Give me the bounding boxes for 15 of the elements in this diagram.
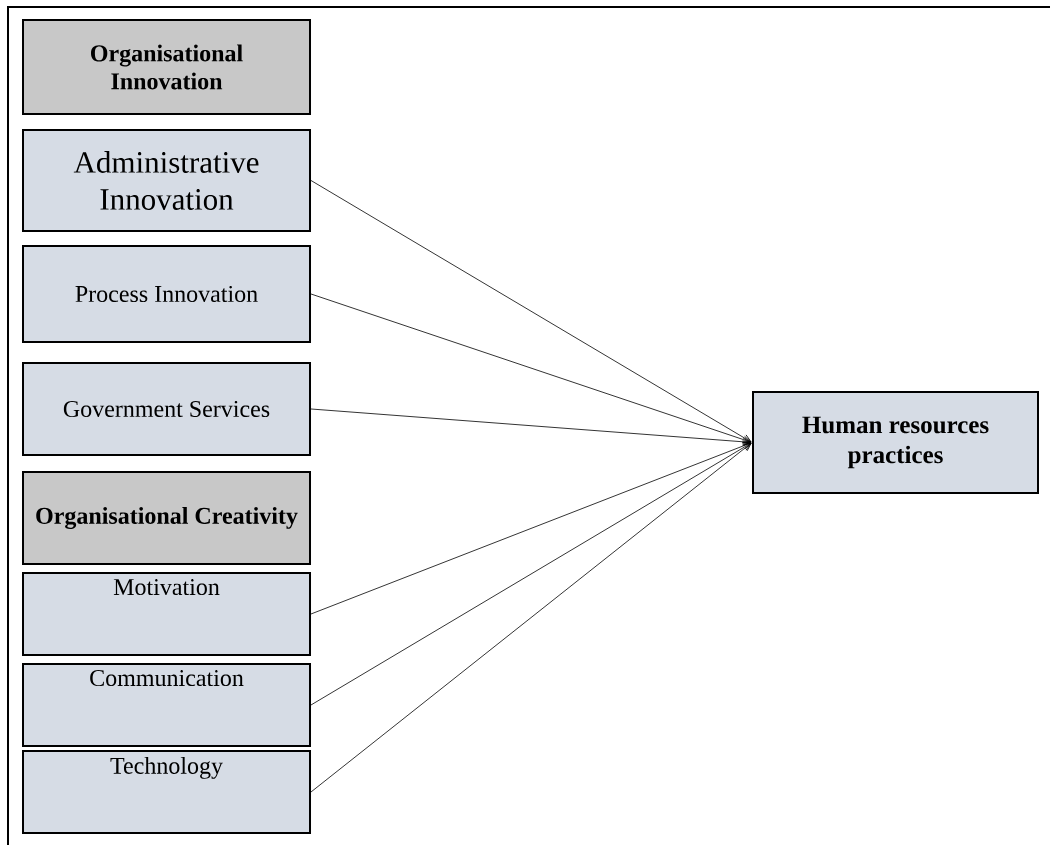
arrow (310, 180, 752, 443)
arrow (310, 293, 752, 444)
arrow (310, 442, 752, 615)
heading-box: Organisational Creativity (22, 471, 311, 565)
outcome-box: Human resources practices (752, 391, 1039, 494)
concept-box: Technology (22, 750, 311, 834)
arrow (310, 442, 752, 793)
arrow (310, 408, 752, 446)
arrow (310, 442, 752, 706)
concept-box: Process Innovation (22, 245, 311, 343)
concept-box: Communication (22, 663, 311, 747)
concept-box: Motivation (22, 572, 311, 656)
concept-box: Administrative Innovation (22, 129, 311, 232)
heading-box: Organisational Innovation (22, 19, 311, 115)
concept-box: Government Services (22, 362, 311, 456)
